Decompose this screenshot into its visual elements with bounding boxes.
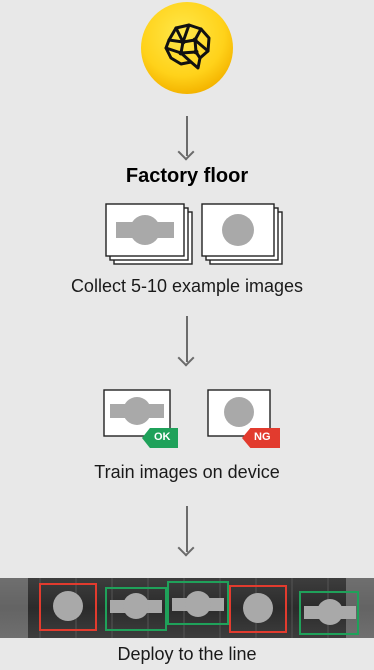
brain-logo [139, 0, 235, 96]
ng-tag: NG [242, 428, 280, 448]
conveyor-belt [0, 578, 374, 638]
labeled-images: OK NG [100, 388, 300, 452]
ok-tag-label: OK [154, 431, 171, 443]
step1-caption: Collect 5-10 example images [70, 276, 304, 296]
sample-images-stack [100, 198, 290, 268]
ok-tag: OK [142, 428, 178, 448]
step1-title: Factory floor [125, 165, 249, 187]
flow-arrow-2 [186, 316, 188, 362]
step3-caption: Deploy to the line [117, 644, 257, 664]
flow-arrow-3 [186, 506, 188, 552]
ng-tag-label: NG [254, 431, 271, 443]
brain-circuit-icon [141, 2, 233, 94]
flow-arrow-1 [186, 116, 188, 156]
step2-caption: Train images on device [94, 462, 280, 482]
